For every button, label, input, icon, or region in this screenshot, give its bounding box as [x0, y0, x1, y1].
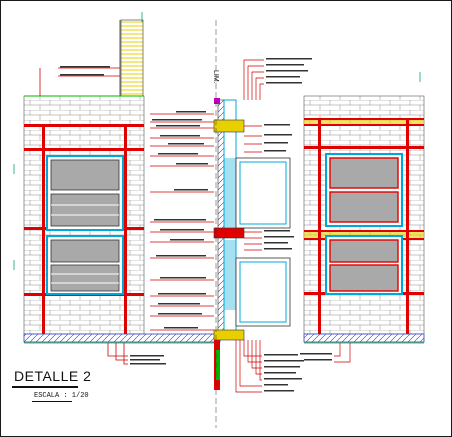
right-column-1 — [318, 118, 321, 334]
section-slab-bottom — [213, 329, 245, 341]
drawing-scale: ESCALA : 1/20 — [34, 392, 89, 400]
left-roof-element — [120, 19, 144, 97]
left-beam-2 — [24, 148, 144, 151]
section-slab-top — [213, 119, 245, 133]
left-floor-slab — [23, 333, 221, 343]
section-slab-mid — [213, 227, 245, 239]
left-window-lower — [46, 235, 124, 295]
title-underline — [12, 386, 78, 388]
section-window-glass-2 — [224, 240, 236, 310]
right-cornice — [304, 118, 424, 126]
right-elevation — [300, 95, 425, 363]
section-wall — [217, 99, 225, 336]
right-window-lower — [325, 235, 403, 295]
left-beam-1 — [24, 124, 144, 127]
scale-underline — [32, 401, 72, 402]
left-elevation — [23, 19, 221, 365]
section-window-glass — [224, 158, 236, 228]
drawing-title: DETALLE 2 — [14, 368, 92, 384]
right-column-2 — [406, 118, 409, 334]
left-column-1 — [42, 124, 45, 334]
right-floor-slab — [303, 333, 425, 343]
right-window-upper — [325, 153, 403, 227]
left-window-upper — [46, 155, 124, 231]
vertical-mark: LIM. — [212, 70, 219, 84]
left-column-2 — [124, 124, 127, 334]
